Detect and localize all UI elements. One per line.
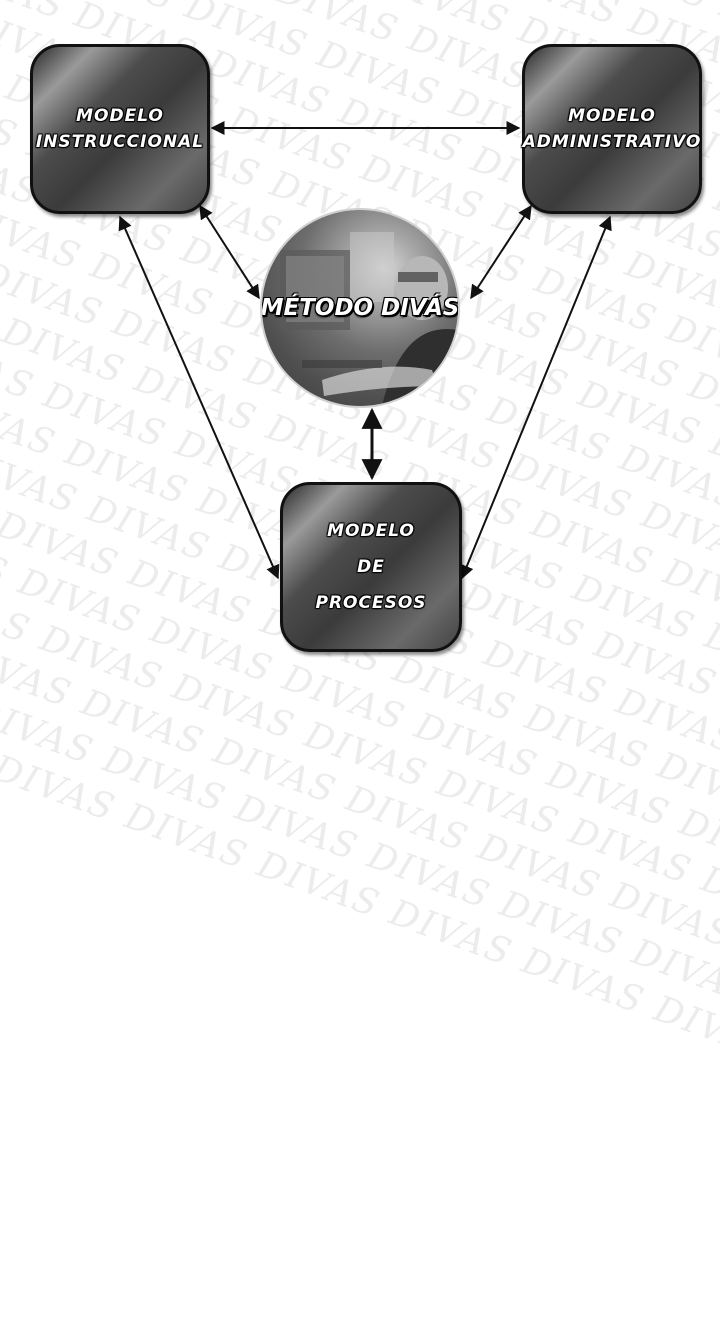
arrow-administrativo-center: [470, 204, 532, 300]
center-photo-illustration: [280, 232, 458, 406]
node-label-line: MODELO: [76, 106, 164, 126]
node-label-line: DE: [357, 557, 385, 577]
center-label: MÉTODO DIVÁS: [262, 295, 458, 321]
arrow-instruccional-center: [199, 204, 260, 300]
node-label-line: MODELO: [327, 521, 415, 541]
node-label-line: INSTRUCCIONAL: [35, 132, 205, 152]
node-label-line: PROCESOS: [315, 593, 427, 613]
node-label-line: MODELO: [568, 106, 656, 126]
node-modelo-de-procesos: MODELO DE PROCESOS: [280, 482, 462, 652]
node-modelo-administrativo: MODELO ADMINISTRATIVO: [522, 44, 702, 214]
connector-layer: [118, 121, 612, 580]
node-metodo-divas: MÉTODO DIVÁS: [262, 210, 458, 406]
arrow-administrativo-procesos: [460, 215, 612, 580]
node-label-line: ADMINISTRATIVO: [522, 132, 702, 152]
arrow-instruccional-procesos: [118, 215, 280, 580]
node-modelo-instruccional: MODELO INSTRUCCIONAL: [30, 44, 210, 214]
watermark-row: DIVAS DIVAS DIVAS DIVAS DIVAS DIVAS DIVA…: [0, 651, 720, 1338]
